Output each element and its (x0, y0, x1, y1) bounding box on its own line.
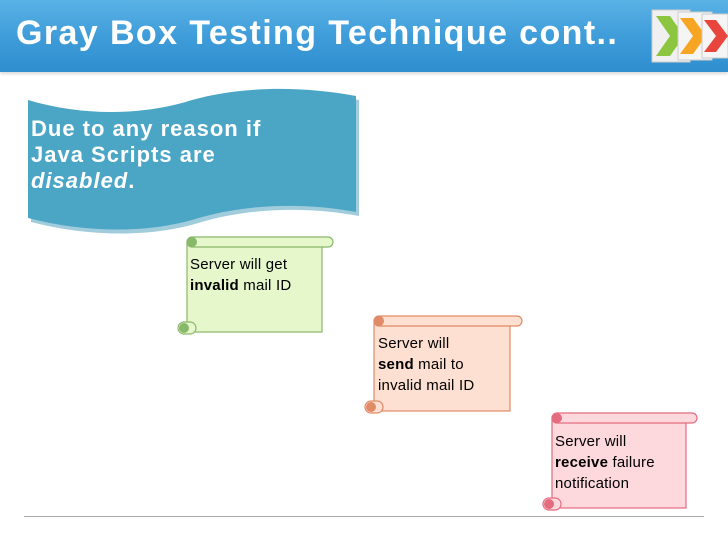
banner-period: . (128, 168, 136, 193)
banner-line-1: Due to any reason if (31, 116, 262, 141)
scroll-2-shape (364, 315, 523, 414)
banner-text: Due to any reason if Java Scripts are di… (31, 116, 331, 194)
footer-divider (24, 516, 704, 517)
title-bar: Gray Box Testing Technique cont.. (0, 0, 728, 72)
scroll-1-rest: mail ID (238, 277, 292, 294)
scroll-2-text: Server will send mail to invalid mail ID (378, 333, 474, 396)
scroll-3-rest: failure (608, 454, 655, 471)
scroll-2-line-2: send mail to (378, 354, 474, 375)
scroll-1-shape (177, 236, 334, 335)
scroll-3-line-1: Server will (555, 433, 627, 450)
banner-emphasis: disabled (31, 168, 129, 193)
wave-banner (28, 88, 359, 234)
slide-title: Gray Box Testing Technique cont.. (16, 14, 619, 52)
arrow-chevron-icon (701, 13, 728, 59)
scroll-2-rest: mail to (413, 356, 464, 373)
scroll-3-line-2: receive failure (555, 452, 655, 473)
scroll-1-text: Server will get invalid mail ID (190, 254, 291, 296)
scroll-3-text: Server will receive failure notification (555, 431, 655, 494)
scroll-3-shape (542, 412, 698, 511)
scroll-1-line-1: Server will get (190, 256, 288, 273)
scroll-1-bold: invalid (190, 277, 239, 294)
scroll-2-line-3: invalid mail ID (378, 377, 475, 394)
scroll-3-bold: receive (555, 454, 609, 471)
banner-line-2: Java Scripts are (31, 142, 216, 167)
scroll-1-line-2: invalid mail ID (190, 275, 291, 296)
corner-icons (651, 9, 728, 63)
scroll-3-line-3: notification (555, 475, 630, 492)
scroll-2-bold: send (378, 356, 414, 373)
scroll-2-line-1: Server will (378, 335, 450, 352)
banner-line-3: disabled. (31, 168, 331, 194)
